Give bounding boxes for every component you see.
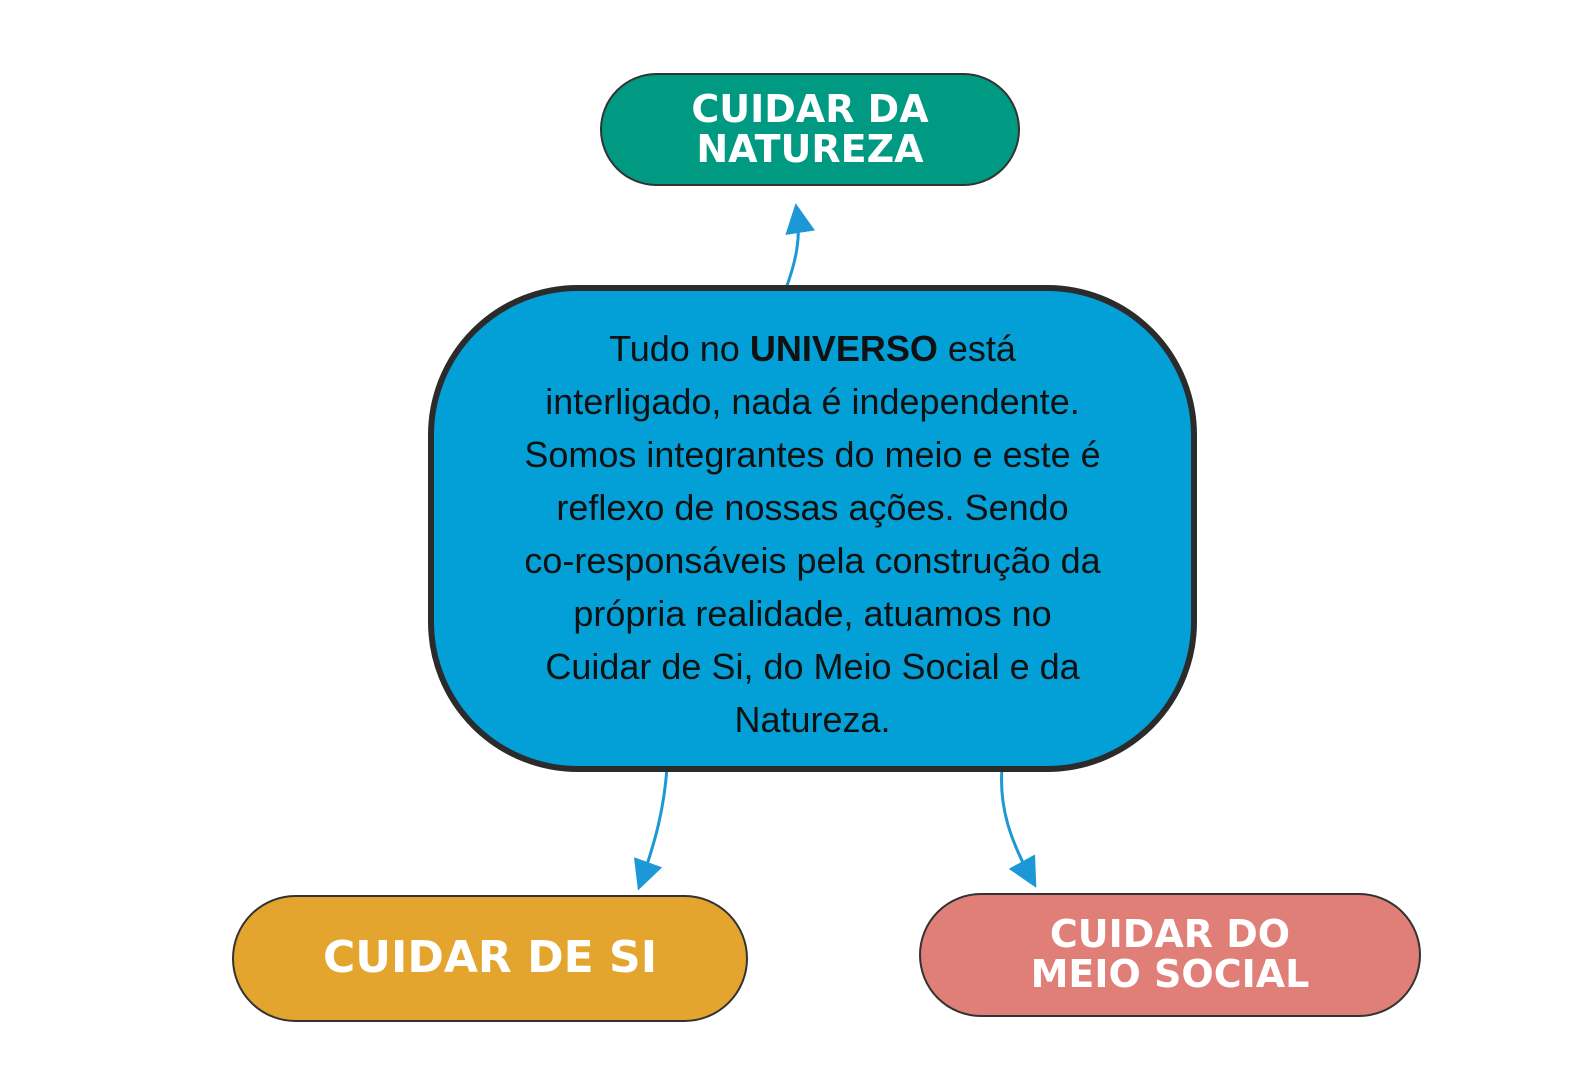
center-line-6: própria realidade, atuamos no xyxy=(573,592,1052,634)
center-line-8: Natureza. xyxy=(734,698,891,740)
node-natureza-line1: CUIDAR DA xyxy=(691,86,929,131)
arrow-to-social xyxy=(1000,767,1037,888)
center-line-1-before: Tudo no xyxy=(609,327,750,369)
node-cuidar-da-natureza: CUIDAR DA NATUREZA xyxy=(600,73,1020,186)
arrow-to-natureza xyxy=(783,203,816,292)
node-cuidar-de-si: CUIDAR DE SI xyxy=(232,895,748,1022)
node-cuidar-do-meio-social: CUIDAR DO MEIO SOCIAL xyxy=(919,893,1421,1017)
center-line-5: co-responsáveis pela construção da xyxy=(524,539,1101,581)
center-line-7: Cuidar de Si, do Meio Social e da xyxy=(545,645,1080,687)
center-line-4: reflexo de nossas ações. Sendo xyxy=(556,486,1069,528)
center-line-2: interligado, nada é independente. xyxy=(545,380,1080,422)
center-statement-box: Tudo no UNIVERSO está interligado, nada … xyxy=(428,285,1197,772)
center-line-3: Somos integrantes do meio e este é xyxy=(524,433,1101,475)
center-line-1-after: está xyxy=(937,327,1016,369)
arrow-to-si xyxy=(633,767,669,891)
node-social-line2: MEIO SOCIAL xyxy=(1030,952,1310,996)
node-si-line1: CUIDAR DE SI xyxy=(322,932,658,984)
center-statement-text: Tudo no UNIVERSO está interligado, nada … xyxy=(524,322,1100,746)
node-natureza-line2: NATUREZA xyxy=(696,126,924,171)
center-line-1-emphasis: UNIVERSO xyxy=(749,327,938,369)
center-line-1: Tudo no UNIVERSO está xyxy=(524,322,1100,375)
node-social-line1: CUIDAR DO xyxy=(1049,912,1291,957)
